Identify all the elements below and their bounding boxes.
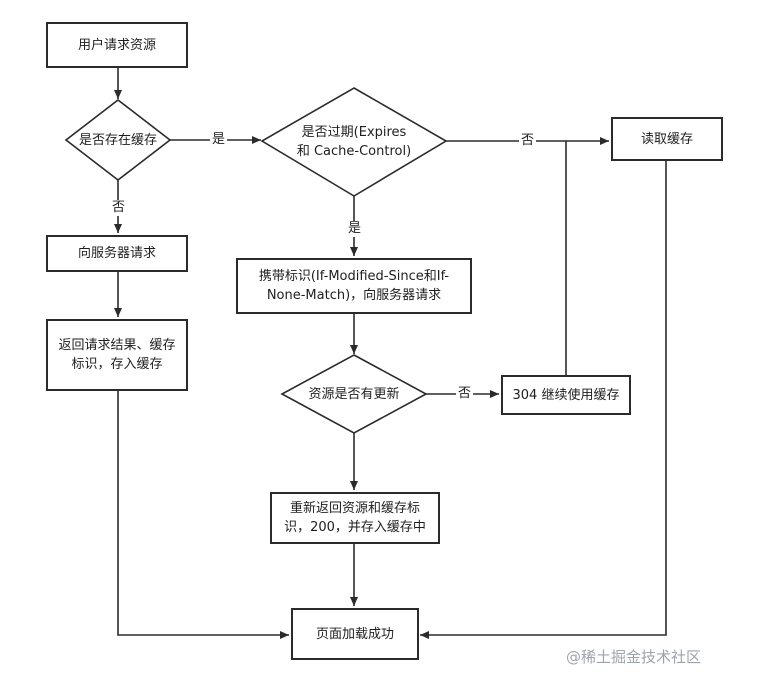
decision-cache-exists-text: 是否存在缓存 [78, 132, 157, 148]
arrow-read-cache-to-page [420, 160, 667, 639]
node-use-cache-304: 304 继续使用缓存 [501, 375, 631, 415]
node-read-cache-text: 读取缓存 [640, 131, 693, 147]
label-cache-no: 否 [110, 200, 128, 216]
node-return-new: 重新返回资源和缓存标识，200，并存入缓存中 [270, 492, 440, 544]
label-updated-no: 否 [456, 386, 474, 402]
node-conditional-request: 携带标识(If-Modified-Since和If-None-Match)，向服… [236, 258, 472, 314]
decision-expired-check-text: 是否过期(Expires 和 Cache-Control) [296, 125, 412, 159]
node-return-result-text: 返回请求结果、缓存标识，存入缓存 [58, 338, 176, 372]
label-expired-yes: 是 [346, 221, 364, 237]
node-request-server-text: 向服务器请求 [77, 246, 156, 261]
node-request-server: 向服务器请求 [46, 235, 188, 272]
node-user-request: 用户请求资源 [46, 22, 188, 68]
node-return-result: 返回请求结果、缓存标识，存入缓存 [46, 319, 188, 391]
node-conditional-request-text: 携带标识(If-Modified-Since和If-None-Match)，向服… [258, 269, 450, 303]
arrow-result-to-page [117, 390, 289, 639]
node-user-request-text: 用户请求资源 [77, 37, 156, 53]
node-read-cache: 读取缓存 [611, 117, 723, 161]
node-page-loaded-text: 页面加载成功 [315, 626, 394, 642]
label-cache-yes: 是 [210, 132, 228, 148]
node-return-new-text: 重新返回资源和缓存标识，200，并存入缓存中 [284, 501, 426, 535]
node-page-loaded: 页面加载成功 [291, 608, 419, 660]
decision-resource-updated-text: 资源是否有更新 [308, 386, 400, 402]
label-expired-no: 否 [519, 133, 537, 149]
watermark: @稀土掘金技术社区 [566, 648, 702, 666]
node-use-cache-304-text: 304 继续使用缓存 [512, 387, 620, 403]
